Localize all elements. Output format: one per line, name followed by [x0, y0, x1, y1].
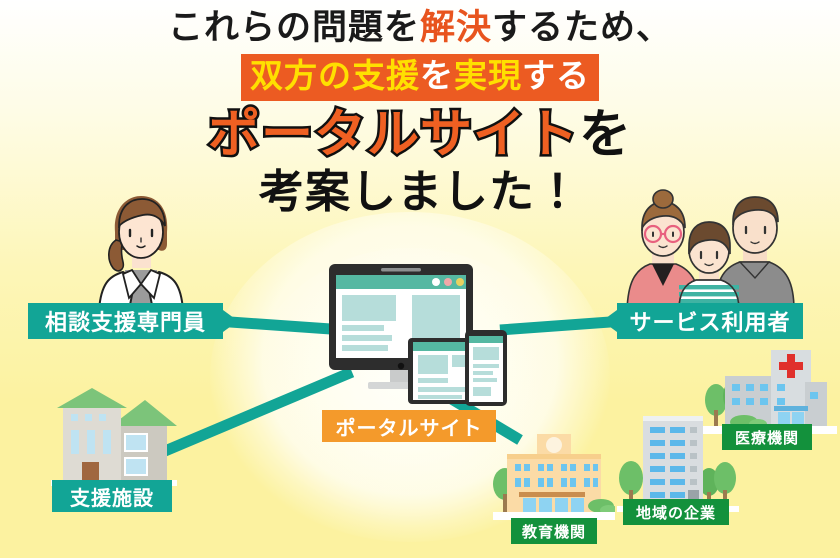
title-line1-part1: これらの問題を: [167, 8, 420, 48]
counselor-illustration: [85, 188, 190, 311]
title-line-2-wrapper: 双方の支援を実現する: [0, 49, 840, 102]
child-figure: [678, 221, 740, 311]
school-illustration: [493, 428, 618, 520]
devices-illustration: [318, 256, 514, 406]
title-line-3: ポータルサイトを: [0, 104, 840, 166]
title-line-4: 考案しました！: [258, 165, 581, 219]
title-line2-yellow-2: 実現: [454, 56, 522, 96]
title-line2-yellow-1: 双方の支援: [250, 56, 420, 96]
title-block: これらの問題を解決するため、 双方の支援を実現する ポータルサイトを 考案しまし…: [0, 8, 840, 218]
title-portal-word: ポータルサイト: [205, 104, 580, 166]
title-line-1: これらの問題を解決するため、: [0, 8, 840, 49]
label-medical-institution[interactable]: 医療機関: [722, 424, 812, 450]
label-portal-site-text: ポータルサイト: [335, 415, 483, 440]
label-support-facility[interactable]: 支援施設: [52, 480, 172, 512]
title-line3-particle: を: [579, 105, 633, 166]
title-line2-white-1: を: [420, 56, 454, 96]
label-local-company[interactable]: 地域の企業: [623, 499, 729, 525]
title-line1-highlight: 解決: [419, 8, 492, 48]
label-service-user[interactable]: サービス利用者: [602, 303, 803, 339]
title-line-2-band: 双方の支援を実現する: [241, 54, 599, 102]
label-education-institution[interactable]: 教育機関: [511, 518, 597, 544]
support-facility-illustration: [45, 386, 180, 486]
label-support-facility-text: 支援施設: [70, 485, 154, 510]
office-building-illustration: [617, 402, 739, 512]
label-portal-site[interactable]: ポータルサイト: [322, 410, 496, 442]
label-local-company-text: 地域の企業: [635, 503, 716, 522]
arrow-left-icon: [602, 310, 617, 332]
arrow-right-icon: [223, 310, 238, 332]
label-service-user-text: サービス利用者: [629, 311, 791, 336]
label-counselor[interactable]: 相談支援専門員: [28, 303, 238, 339]
label-medical-institution-text: 医療機関: [734, 428, 799, 447]
label-education-institution-text: 教育機関: [521, 522, 586, 541]
title-line2-white-2: する: [522, 56, 590, 96]
label-counselor-text: 相談支援専門員: [44, 311, 206, 336]
title-line1-part2: するため、: [492, 8, 673, 48]
